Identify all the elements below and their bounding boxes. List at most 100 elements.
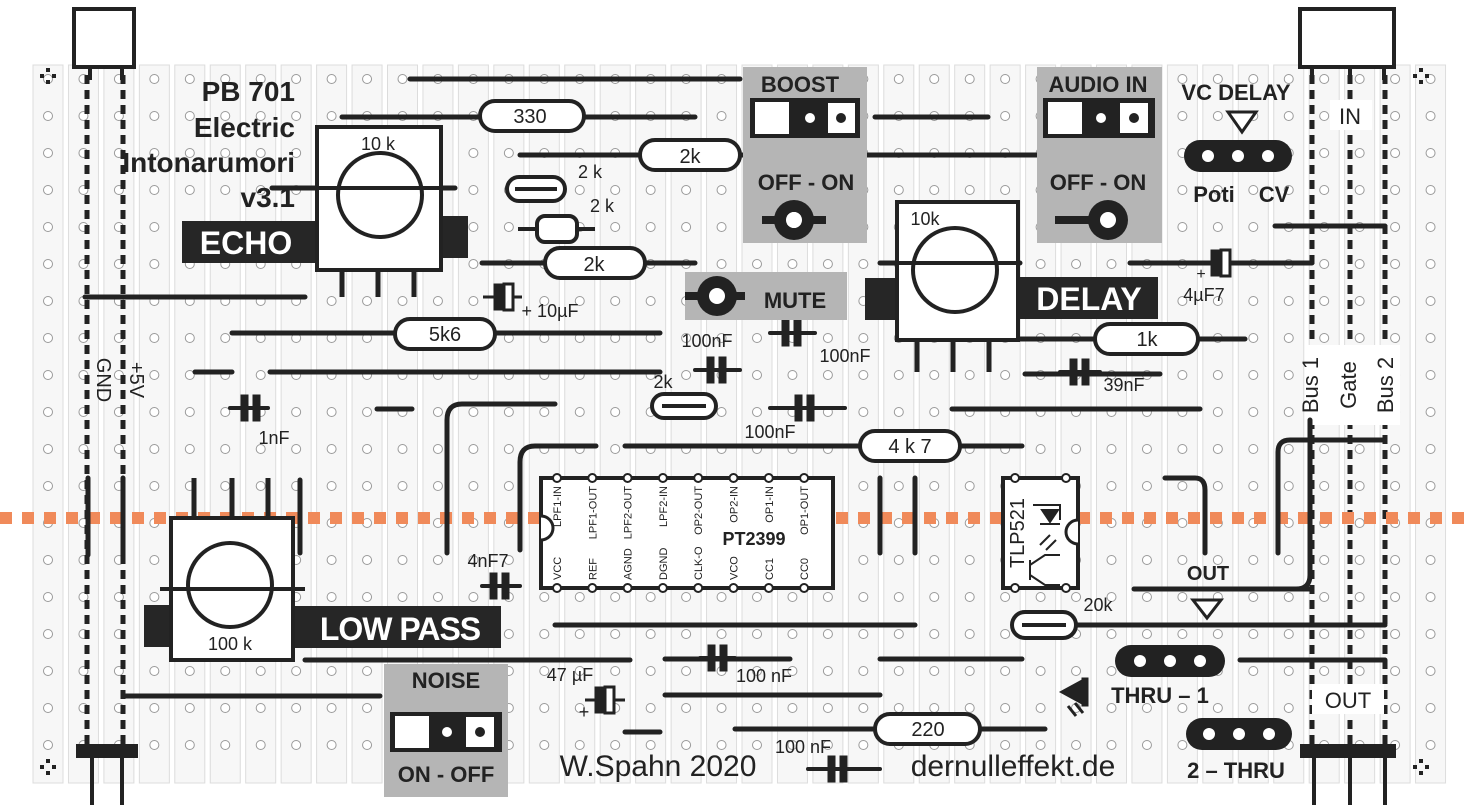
vc-delay-poti: Poti [1193,182,1235,207]
bus2-label: Bus 2 [1373,357,1398,413]
footer-site: dernulleffekt.de [911,750,1116,783]
chip-pin-label-bottom: AGND [623,548,635,580]
chip-pin-label-bottom: CC0 [799,558,811,580]
c100nf-d-label: 100 nF [736,666,792,686]
out-marker [1189,598,1225,621]
chip-pin-label-top: LPF1-IN [552,486,564,527]
c100nf-b-label: 100nF [819,346,870,366]
echo-label: ECHO [200,225,292,261]
electrolytic-caps [483,248,1240,715]
c47uf-plus: + [579,702,590,722]
boost-switch[interactable] [743,67,867,243]
chip-pin-top [657,473,668,483]
lowpass-pot[interactable] [144,478,501,662]
lowpass-pot-value: 100 k [208,634,253,654]
resistor-2k-mid [543,246,647,280]
footer-author: W.Spahn 2020 [560,750,757,783]
audio-in-switch[interactable] [1037,67,1162,243]
resistor-5k6 [393,317,497,351]
pt2399-chip [539,476,835,590]
r2k-top-label: 2k [679,146,701,168]
thru1-header[interactable] [1115,645,1225,677]
cap-4uf7 [1200,248,1240,278]
chip-pin-label-top: LPF1-OUT [587,486,599,539]
vc-delay-title: VC DELAY [1181,80,1291,105]
led-icon [1058,677,1089,717]
resistor-1k [1093,322,1200,356]
chip-pin-label-bottom: REF [587,558,599,580]
optocoupler-name: TLP521 [1007,498,1029,568]
chip-pin-top [693,473,704,483]
echo-pot[interactable] [182,125,468,297]
echo-pot-value: 10 k [361,134,396,154]
r5k6-label: 5k6 [429,324,461,346]
chip-pin-label-bottom: CLK-O [693,546,705,580]
chip-pin-label-top: OP2-OUT [693,486,705,535]
resistor-2k-b [535,214,579,244]
c4uf7-label: 4µF7 [1183,285,1224,305]
resistor-4k7 [858,429,962,463]
cap-100nf-c [768,394,847,422]
chip-pin-bottom [552,583,562,593]
c1nf-label: 1nF [258,428,289,448]
c39nf-label: 39nF [1103,375,1144,395]
title-line2: Electric [194,112,295,143]
chip-pin-top [763,473,774,483]
delay-pot[interactable] [865,200,1158,372]
r4k7-label: 4 k 7 [888,436,931,458]
r330-label: 330 [513,106,546,128]
cap-100nf-e [806,755,882,783]
chip-pin-bottom [622,583,633,593]
chip-pin-label-bottom: VCC [552,557,564,580]
resistor-220 [873,712,982,746]
c100nf-a-label: 100nF [681,331,732,351]
audio-in-title: AUDIO IN [1049,72,1148,97]
r1k-label: 1k [1136,329,1158,351]
resistor-leads [515,187,1066,627]
cap-1nf [228,394,270,422]
noise-switch[interactable] [384,664,508,797]
resistor-2k-top [638,138,742,172]
r2k-mid-label: 2k [583,254,605,276]
r20k-label: 20k [1083,595,1113,615]
gate-label: Gate [1336,361,1361,409]
chip-pin-top [799,473,810,483]
gnd-label: GND [92,358,114,402]
vc-delay-cv: CV [1259,182,1290,207]
cap-4nf7 [480,572,522,600]
chip-pin-bottom [728,583,739,593]
delay-pot-value: 10k [910,209,940,229]
chip-pin-label-top: OP1-IN [764,486,776,523]
chip-pin-top [622,473,633,483]
corner-markers [40,68,1429,775]
audio-in-states: OFF - ON [1050,170,1147,195]
thru2-header[interactable] [1186,718,1292,750]
cap-100nf-d [698,644,737,672]
copper-strips [32,64,1447,784]
mute-button[interactable] [685,272,847,320]
cap-47uf [585,685,625,715]
left-rails [84,75,126,745]
chip-pin-bottom [693,583,704,593]
vc-delay-header[interactable] [1184,110,1292,172]
chip-pin-top [552,473,562,483]
r2k-b-label: 2 k [590,196,615,216]
mute-label: MUTE [764,288,826,313]
resistor-330 [478,99,586,133]
cap-39nf [1058,358,1102,386]
c4uf7-plus: + [1196,266,1205,283]
c10uf-label: + 10µF [522,301,579,321]
chip-name: PT2399 [722,529,785,549]
chip-pin-bottom [763,583,774,593]
chip-pin-label-top: OP1-OUT [799,486,811,535]
title-line3: Intonarumori [122,147,295,178]
chip-pin-label-top: LPF2-IN [658,486,670,527]
cap-10uf [483,282,522,312]
chip-pin-bottom [799,583,810,593]
thru2-label: 2 – THRU [1187,758,1285,783]
resistors [393,99,1200,746]
left-connector [72,7,138,805]
board-title: PB 701 Electric Intonarumori v3.1 [122,76,295,213]
